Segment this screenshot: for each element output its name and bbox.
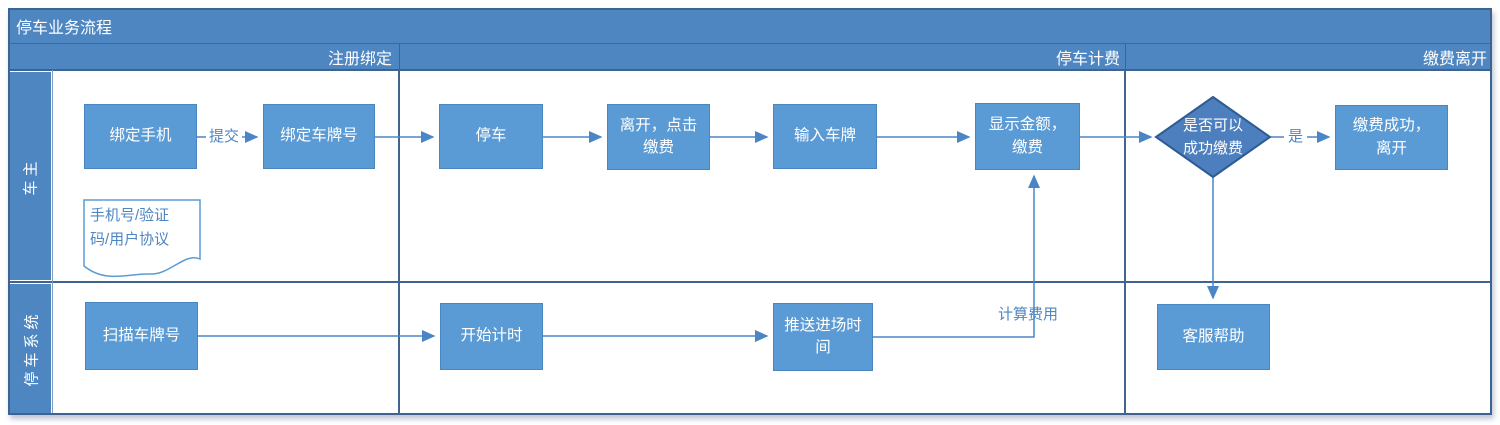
- node-enter-plate[interactable]: 输入车牌: [773, 104, 877, 169]
- grid-line-band-bottom: [8, 69, 1492, 71]
- edge-label-calculate-fee: 计算费用: [998, 306, 1059, 323]
- decision-diamond-label: 是否可以 成功缴费: [1182, 116, 1243, 157]
- phase-header-billing-label: 停车计费: [1055, 51, 1120, 68]
- phase-header-billing: 停车计费: [399, 44, 1125, 70]
- phase-header-register-label: 注册绑定: [327, 51, 392, 68]
- lane-label-car-owner-text: 车主: [22, 156, 40, 196]
- grid-line-phase-divider-1: [398, 70, 400, 415]
- node-bind-phone[interactable]: 绑定手机: [84, 104, 197, 169]
- node-show-amount-pay[interactable]: 显示金额， 缴费: [975, 103, 1080, 170]
- phase-header-leave: 缴费离开: [1125, 44, 1492, 70]
- grid-line-lane-divider: [8, 281, 1492, 283]
- edge-label-submit: 提交: [206, 127, 243, 147]
- grid-line-lane-label-edge: [52, 70, 53, 415]
- edge-label-yes: 是: [1284, 127, 1308, 147]
- node-park[interactable]: 停车: [439, 104, 543, 169]
- node-bind-plate[interactable]: 绑定车牌号: [263, 104, 375, 169]
- lane-label-car-owner: 车主: [10, 72, 51, 280]
- page-title: 停车业务流程: [8, 8, 1492, 44]
- grid-line-phase-divider-2: [1124, 70, 1126, 415]
- node-customer-service-help[interactable]: 客服帮助: [1157, 304, 1270, 370]
- node-start-timing[interactable]: 开始计时: [440, 303, 543, 370]
- phase-header-leave-label: 缴费离开: [1422, 51, 1487, 68]
- phase-header-register: 注册绑定: [8, 44, 399, 70]
- document-note-shape[interactable]: [83, 199, 201, 278]
- decision-diamond-shape[interactable]: [1154, 95, 1272, 179]
- node-pay-success-leave[interactable]: 缴费成功， 离开: [1335, 105, 1448, 170]
- node-leave-click-pay[interactable]: 离开，点击 缴费: [607, 104, 710, 170]
- node-scan-plate[interactable]: 扫描车牌号: [85, 302, 198, 370]
- lane-label-parking-system: 停车系统: [10, 284, 51, 413]
- document-note-text: 手机号/验证 码/用户协议: [90, 207, 170, 248]
- node-push-entry-time[interactable]: 推送进场时 间: [773, 303, 873, 371]
- lane-label-parking-system-text: 停车系统: [23, 310, 41, 387]
